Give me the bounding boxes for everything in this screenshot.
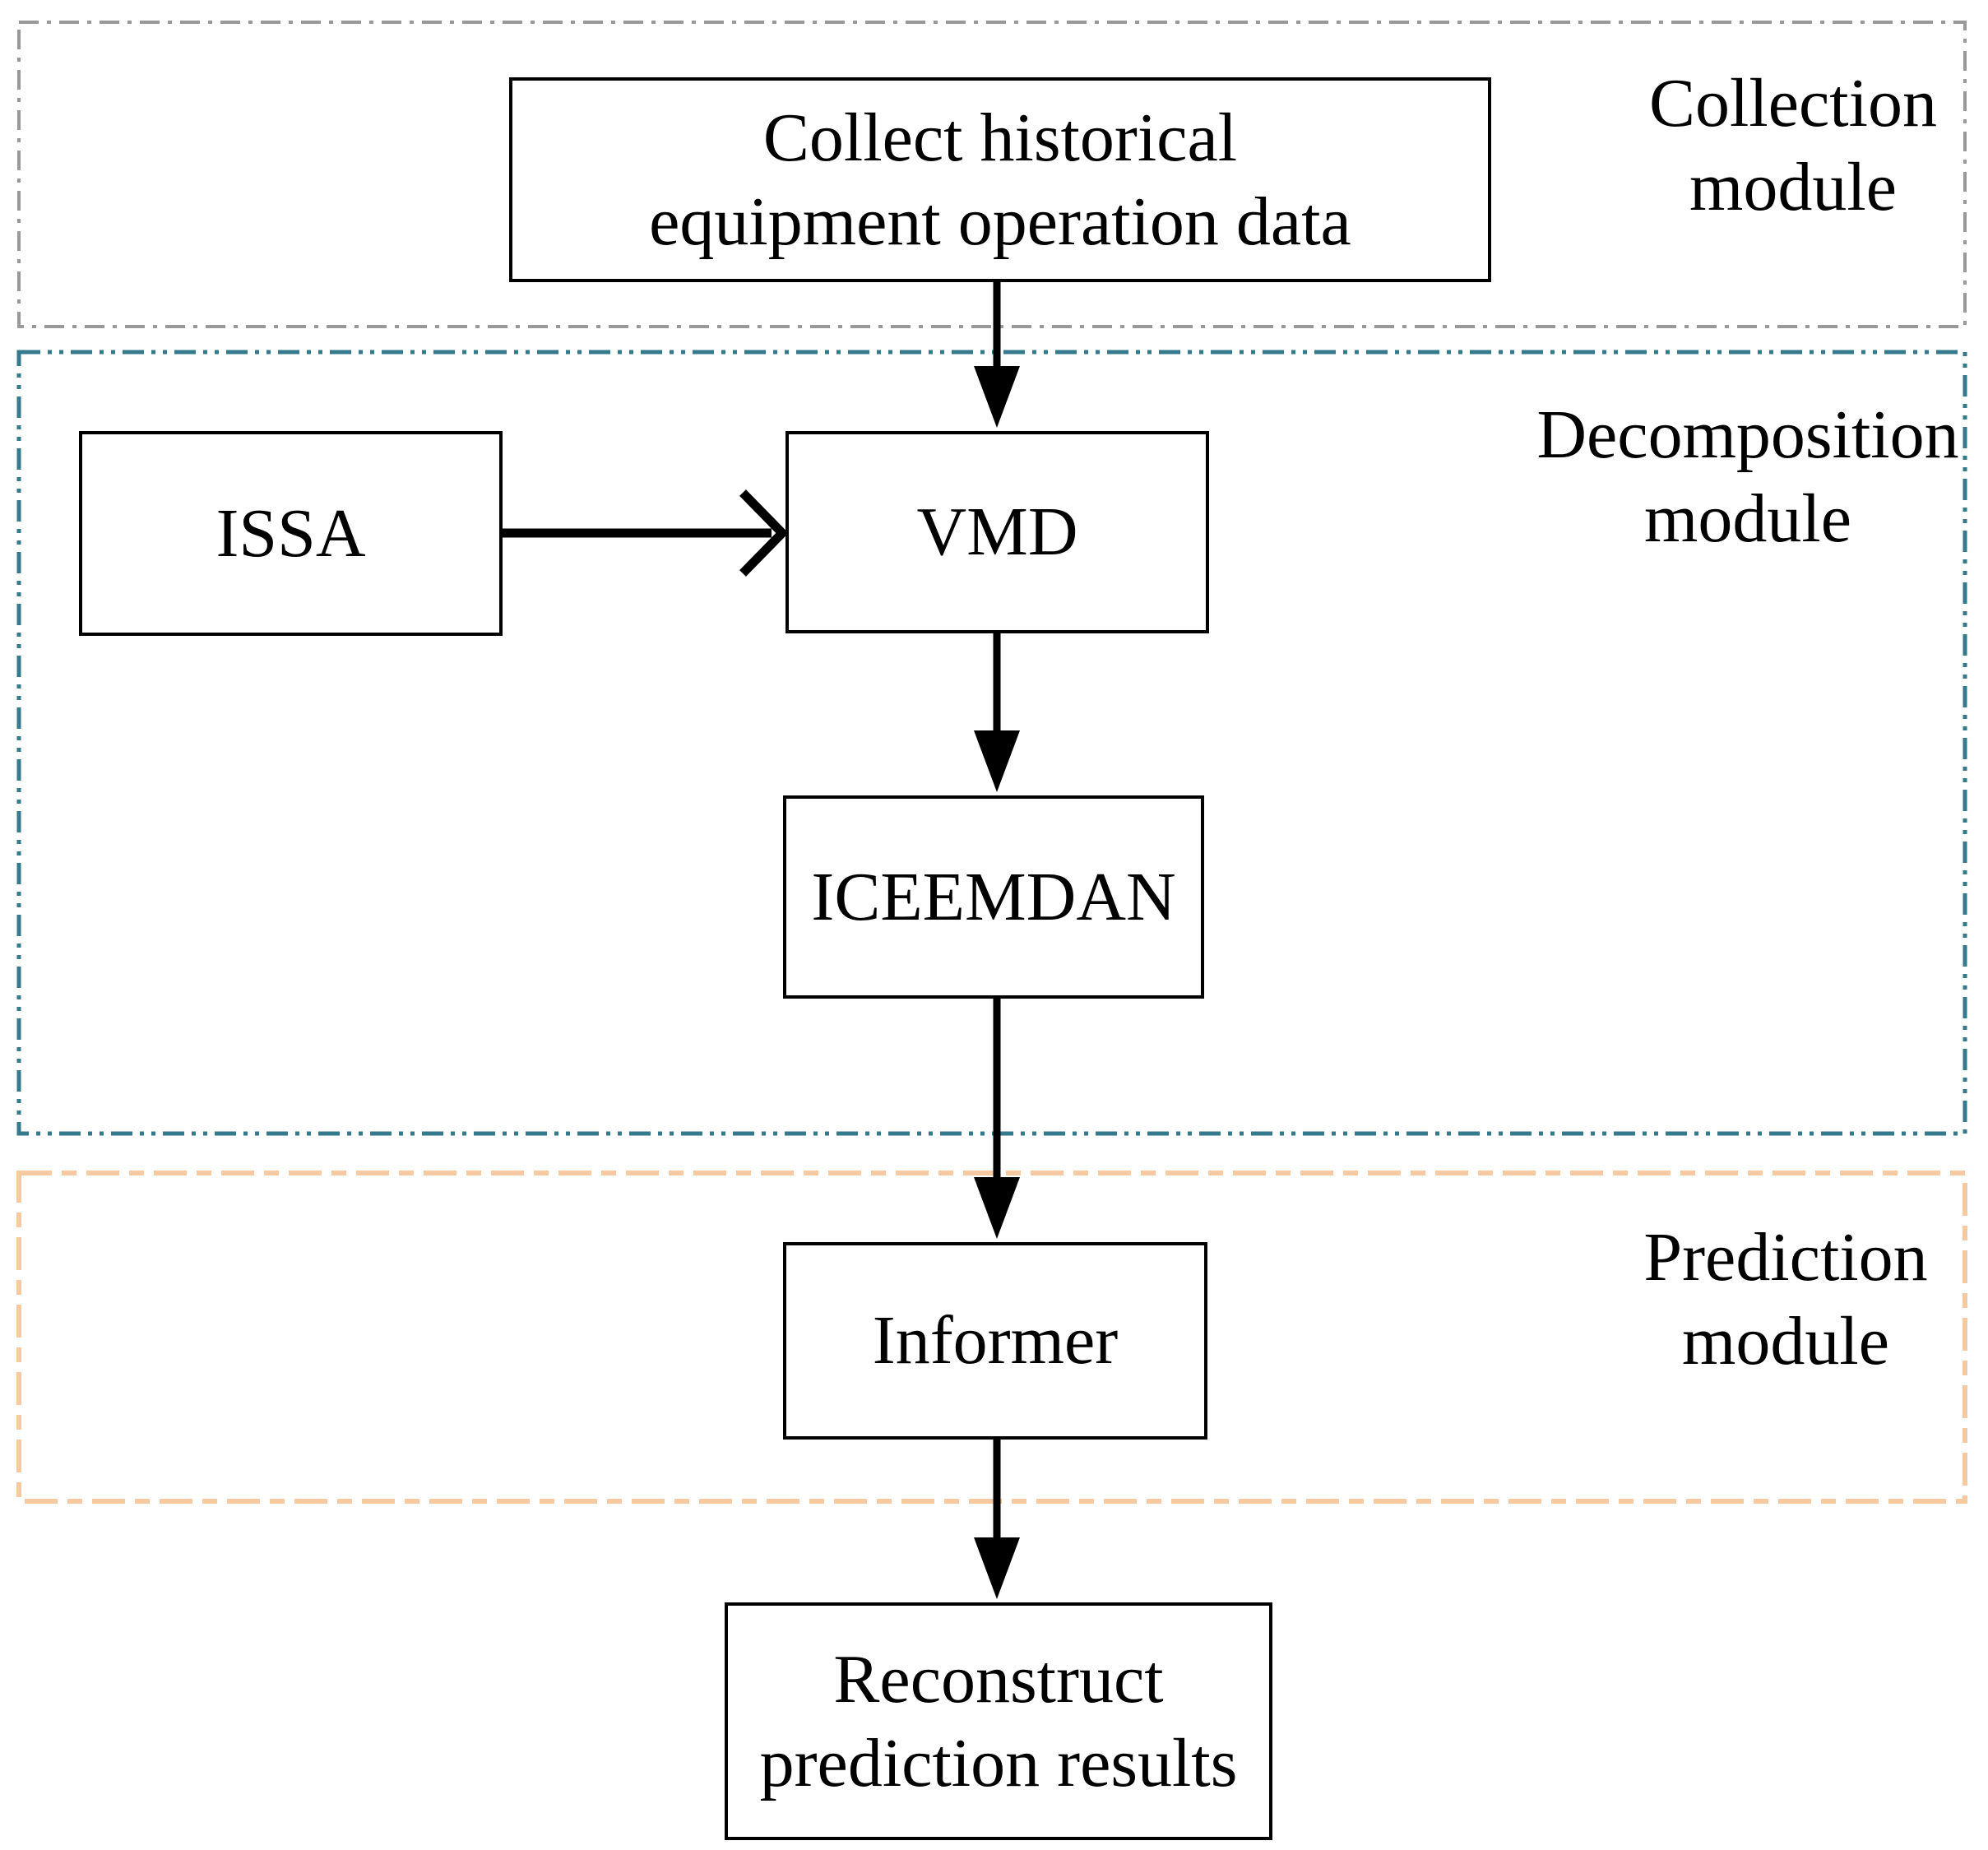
arrowhead bbox=[974, 1537, 1020, 1599]
arrowhead bbox=[974, 730, 1020, 792]
collection-module-label: Collection module bbox=[1649, 65, 1937, 225]
arrowhead bbox=[974, 1177, 1020, 1239]
arrow-collect-to-vmd bbox=[974, 282, 1020, 428]
node-iceemdan: ICEEMDAN bbox=[783, 795, 1204, 999]
node-issa: ISSA bbox=[79, 431, 503, 636]
arrow-iceemdan-to-informer bbox=[974, 999, 1020, 1239]
arrow-issa-to-vmd bbox=[503, 489, 789, 577]
node-vmd: VMD bbox=[785, 431, 1209, 633]
arrow-informer-to-reconstruct bbox=[974, 1440, 1020, 1599]
collection-module-border bbox=[17, 21, 1967, 328]
arrow-vmd-to-iceemdan bbox=[974, 633, 1020, 792]
decomposition-module-border bbox=[16, 350, 1967, 1136]
decomposition-module-label: Decomposition module bbox=[1536, 396, 1959, 557]
node-informer: Informer bbox=[783, 1242, 1207, 1440]
node-reconstruct: Reconstruct prediction results bbox=[725, 1602, 1272, 1840]
prediction-module-border bbox=[16, 1171, 1967, 1504]
node-collect-data: Collect historical equipment operation d… bbox=[509, 77, 1491, 282]
arrowhead bbox=[974, 366, 1020, 428]
arrowhead-chevron bbox=[739, 489, 789, 577]
prediction-module-label: Prediction module bbox=[1643, 1219, 1928, 1379]
